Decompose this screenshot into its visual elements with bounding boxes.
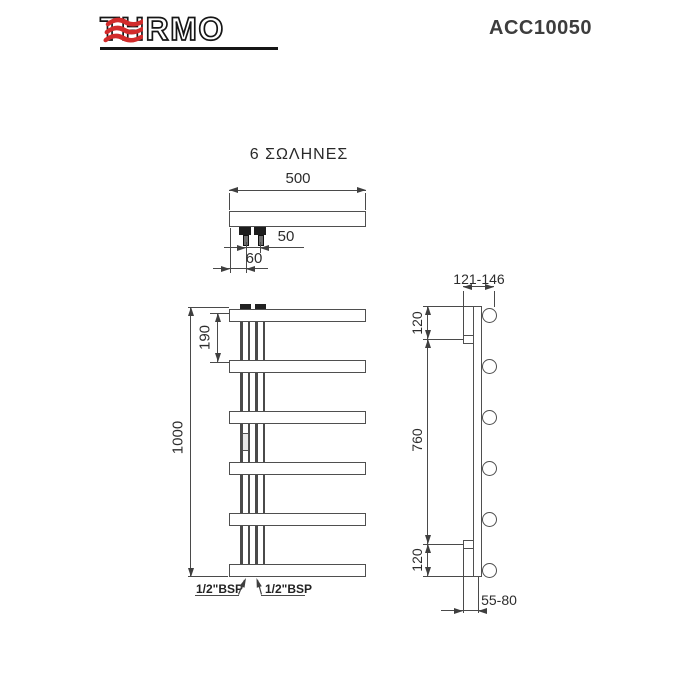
extension-line (463, 291, 464, 335)
towel-bar-2 (229, 360, 366, 373)
arrowhead-right (454, 607, 463, 614)
arrowhead-down (424, 330, 431, 339)
dimension-line (427, 306, 428, 339)
extension-line (463, 548, 464, 613)
dimension-line (229, 190, 366, 191)
dimension-line (427, 339, 428, 544)
valve-connection-right (254, 227, 266, 235)
extension-line (229, 193, 230, 210)
extension-line (493, 291, 495, 307)
arrowhead-up (424, 306, 431, 315)
extension-line (478, 577, 479, 613)
dimension-value: 55-80 (481, 592, 517, 608)
air-vent-plug-left (240, 304, 251, 309)
arrowhead-left (478, 607, 487, 614)
tube-end-5 (482, 512, 497, 527)
towel-bar-4 (229, 462, 366, 475)
top-view-body (229, 211, 366, 227)
extension-line (423, 339, 463, 340)
dimension-value: 760 (409, 428, 425, 452)
extension-line (210, 362, 229, 363)
pipe-line (240, 314, 243, 571)
pipe-line (262, 314, 265, 571)
thermo-logo: TH RMO (99, 11, 225, 47)
extension-line (423, 306, 473, 307)
tube-end-6 (482, 563, 497, 578)
arrowhead-down (424, 567, 431, 576)
extension-line (188, 576, 228, 577)
towel-bar-6 (229, 564, 366, 577)
pipe-plate (242, 433, 249, 451)
arrowhead-left (463, 283, 472, 290)
arrowhead-down (187, 568, 194, 577)
logo-text-right: RMO (145, 11, 225, 47)
leader-underline-left (195, 595, 239, 596)
wall-bracket-bottom (462, 540, 474, 549)
extension-line (188, 307, 229, 308)
arrowhead-down (424, 535, 431, 544)
extension-line (245, 247, 247, 273)
connection-label-right: 1/2"BSP (265, 582, 313, 596)
dimension-value: 500 (285, 170, 311, 187)
towel-bar-1 (229, 309, 366, 322)
arrowhead-up (424, 339, 431, 348)
dimension-line (427, 544, 428, 576)
tube-end-4 (482, 461, 497, 476)
tube-end-3 (482, 410, 497, 425)
wall-bracket-top (462, 335, 474, 344)
tube-end-1 (482, 308, 497, 323)
model-code: ACC10050 (489, 17, 592, 39)
arrowhead-up (424, 544, 431, 553)
tube-end-2 (482, 359, 497, 374)
dimension-value: 120 (409, 548, 425, 572)
arrowhead-left (260, 244, 269, 251)
extension-line (423, 544, 463, 545)
arrowhead-right (357, 187, 366, 193)
towel-bar-5 (229, 513, 366, 526)
dimension-line (217, 313, 218, 362)
side-profile-body (473, 306, 482, 577)
arrowhead-right (485, 283, 494, 290)
arrowhead-up (214, 313, 221, 322)
arrowhead-right (237, 244, 246, 251)
dimension-value: 50 (277, 228, 295, 245)
towel-bar-3 (229, 411, 366, 424)
pipe-line (255, 314, 258, 571)
arrowhead-left (246, 265, 255, 272)
arrowhead-up (187, 307, 194, 316)
dimension-value: 60 (245, 250, 263, 267)
extension-line (423, 576, 473, 577)
extension-line (229, 228, 231, 273)
dimension-value: 121-146 (453, 271, 505, 287)
thermo-waves-icon (103, 17, 143, 43)
drawing-title: 6 ΣΩΛΗΝΕΣ (249, 146, 349, 163)
arrowhead-down (214, 353, 221, 362)
leader-underline-right (261, 595, 305, 596)
connection-label-left: 1/2"BSP (196, 582, 244, 596)
dimension-line (190, 307, 191, 577)
dimension-line (463, 286, 494, 287)
extension-line (365, 193, 366, 210)
arrowhead-left (229, 187, 238, 193)
dimension-value: 120 (409, 311, 425, 335)
dimension-line (213, 268, 268, 269)
logo-underline (100, 47, 278, 50)
air-vent-plug-right (255, 304, 266, 309)
valve-connection-left (239, 227, 251, 235)
arrowhead-right (220, 265, 230, 272)
